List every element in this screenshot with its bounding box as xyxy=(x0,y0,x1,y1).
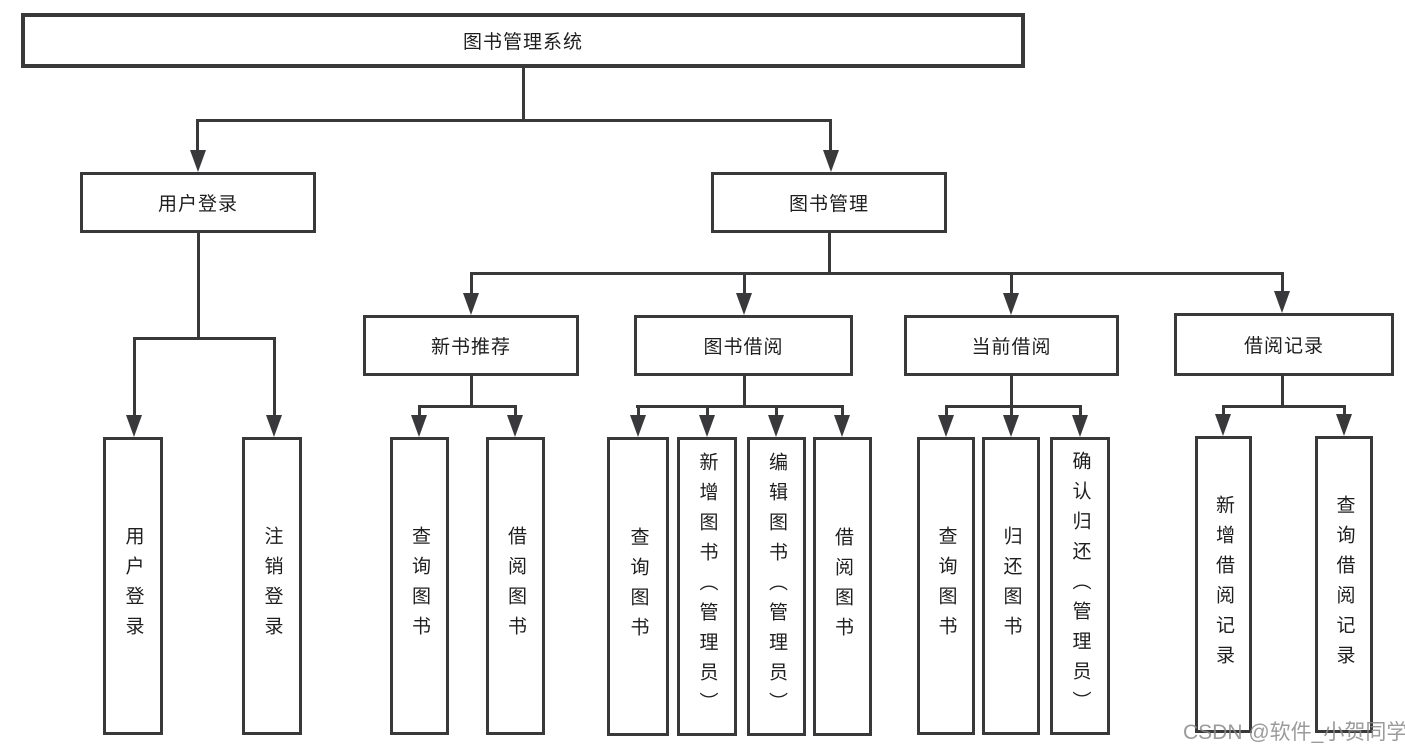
connector-drop xyxy=(743,272,746,295)
connector-branch xyxy=(470,272,1283,275)
leaf-label: 归还图书 xyxy=(1000,526,1022,646)
node-borrow-records: 借阅记录 xyxy=(1174,313,1394,376)
connector-branch xyxy=(945,405,1082,408)
leaf-return-books: 归还图书 xyxy=(982,437,1040,735)
arrowhead-down-icon xyxy=(1215,414,1231,436)
connector-drop xyxy=(1079,405,1082,419)
arrowhead-down-icon xyxy=(126,415,142,437)
connector-stem xyxy=(828,233,831,274)
connector-drop xyxy=(470,272,473,295)
connector-drop xyxy=(775,405,778,419)
leaf-label: 用户登录 xyxy=(122,526,144,646)
leaf-label: 查询图书 xyxy=(627,526,649,647)
connector-drop xyxy=(841,405,844,419)
arrowhead-down-icon xyxy=(507,415,523,437)
connector-drop xyxy=(1010,405,1013,419)
connector-stem xyxy=(743,376,746,407)
leaf-label: 查询图书 xyxy=(935,526,957,646)
connector-drop xyxy=(273,337,276,417)
arrowhead-down-icon xyxy=(463,293,479,315)
leaf-edit-books-admin: 编辑图书（管理员） xyxy=(747,437,806,736)
connector-stem xyxy=(197,233,200,339)
leaf-add-borrow-record: 新增借阅记录 xyxy=(1195,436,1252,733)
arrowhead-down-icon xyxy=(1003,415,1019,437)
arrowhead-down-icon xyxy=(1274,291,1290,313)
connector-stem xyxy=(470,376,473,407)
leaf-query-books-recommend: 查询图书 xyxy=(390,437,449,735)
arrowhead-down-icon xyxy=(630,415,646,437)
node-current-borrow: 当前借阅 xyxy=(904,315,1119,376)
node-label: 当前借阅 xyxy=(971,337,1052,358)
csdn-watermark: CSDN @软件_小贺同学 xyxy=(1183,721,1405,744)
leaf-borrow-books-recommend: 借阅图书 xyxy=(486,437,545,735)
connector-branch xyxy=(196,119,832,122)
arrowhead-down-icon xyxy=(1336,414,1352,436)
arrowhead-down-icon xyxy=(1003,293,1019,315)
leaf-query-books-current: 查询图书 xyxy=(917,437,975,735)
connector-drop xyxy=(637,405,640,419)
node-label: 新书推荐 xyxy=(430,337,511,358)
connector-drop xyxy=(1010,272,1013,295)
connector-branch xyxy=(418,405,517,408)
leaf-label: 借阅图书 xyxy=(505,526,526,646)
connector-branch xyxy=(133,337,276,340)
leaf-query-books-borrow: 查询图书 xyxy=(607,437,669,736)
node-label: 借阅记录 xyxy=(1243,336,1324,357)
arrowhead-down-icon xyxy=(1072,415,1088,437)
node-user-login: 用户登录 xyxy=(80,172,316,233)
connector-drop xyxy=(945,405,948,419)
arrowhead-down-icon xyxy=(266,415,282,437)
arrowhead-down-icon xyxy=(411,415,427,437)
connector-drop xyxy=(133,337,136,417)
connector-drop xyxy=(829,119,832,152)
connector-stem xyxy=(522,68,525,122)
arrowhead-down-icon xyxy=(190,150,206,172)
node-label: 图书管理系统 xyxy=(462,32,583,53)
arrowhead-down-icon xyxy=(823,150,839,172)
leaf-borrow-books: 借阅图书 xyxy=(813,437,872,736)
node-label: 用户登录 xyxy=(157,194,238,215)
node-label: 图书借阅 xyxy=(703,337,784,358)
connector-drop xyxy=(196,119,199,152)
leaf-label: 确认归还（管理员） xyxy=(1069,451,1091,721)
connector-drop xyxy=(1343,405,1346,419)
connector-drop xyxy=(1281,272,1284,293)
connector-stem xyxy=(1010,376,1013,407)
leaf-label: 注销登录 xyxy=(261,526,283,646)
leaf-confirm-return-admin: 确认归还（管理员） xyxy=(1050,437,1110,735)
node-new-book-recommend: 新书推荐 xyxy=(363,315,579,376)
leaf-user-login: 用户登录 xyxy=(103,437,163,735)
leaf-add-books-admin: 新增图书（管理员） xyxy=(677,437,737,736)
arrowhead-down-icon xyxy=(938,415,954,437)
leaf-label: 查询借阅记录 xyxy=(1333,494,1355,675)
leaf-label: 查询图书 xyxy=(409,526,430,646)
node-system-root: 图书管理系统 xyxy=(21,13,1025,68)
arrowhead-down-icon xyxy=(736,293,752,315)
leaf-logout: 注销登录 xyxy=(242,437,302,735)
node-book-borrow: 图书借阅 xyxy=(634,315,853,376)
arrowhead-down-icon xyxy=(834,415,850,437)
arrowhead-down-icon xyxy=(768,415,784,437)
leaf-label: 新增借阅记录 xyxy=(1213,494,1234,675)
connector-drop xyxy=(1222,405,1225,419)
connector-drop xyxy=(418,405,421,419)
connector-branch xyxy=(1222,405,1346,408)
connector-drop xyxy=(514,405,517,419)
leaf-label: 新增图书（管理员） xyxy=(696,451,718,722)
leaf-query-borrow-record: 查询借阅记录 xyxy=(1315,436,1373,733)
leaf-label: 编辑图书（管理员） xyxy=(766,451,787,722)
arrowhead-down-icon xyxy=(699,415,715,437)
connector-branch xyxy=(636,405,844,408)
leaf-label: 借阅图书 xyxy=(832,526,853,647)
connector-drop xyxy=(706,405,709,419)
node-book-management: 图书管理 xyxy=(711,172,947,233)
connector-stem xyxy=(1281,376,1284,407)
node-label: 图书管理 xyxy=(788,194,869,215)
